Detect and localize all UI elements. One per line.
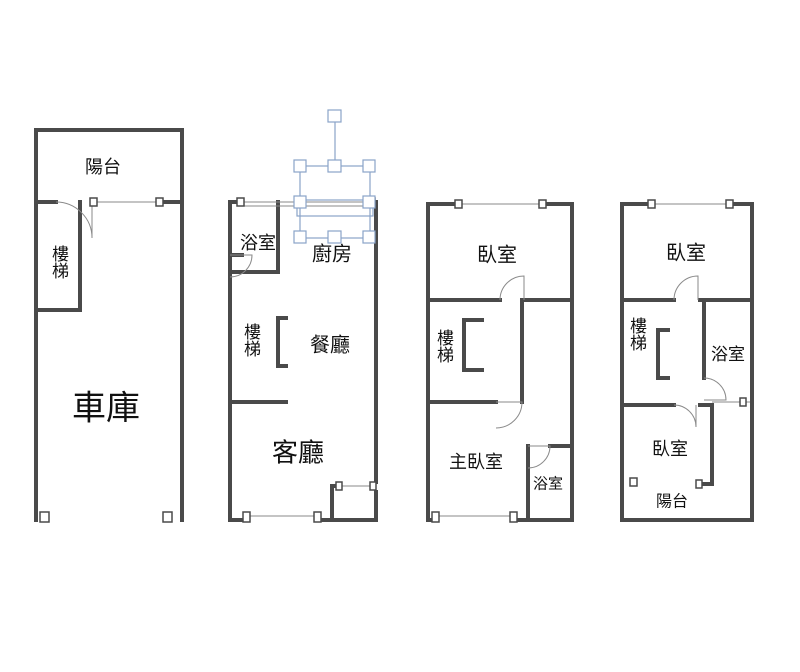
floor-3-stair-mark [462, 318, 484, 372]
floor-4-stair-mark [656, 328, 670, 380]
floor-3-pillar [454, 199, 463, 209]
floor-4-walls [620, 202, 754, 522]
floor-3-pillar [431, 511, 440, 523]
floor-2: 浴室 廚房 樓梯 餐廳 客廳 [228, 109, 378, 523]
floor-3-bath-door-swing [527, 445, 551, 469]
floor-2-kitchen-label: 廚房 [312, 242, 352, 266]
floor-2-living-label: 客廳 [272, 439, 324, 469]
floor-4-pillar [725, 199, 734, 209]
floor-3-pillar [538, 199, 547, 209]
floor-4-bedroom-bottom-label: 臥室 [652, 439, 688, 460]
floor-3-bedroom-label: 臥室 [477, 243, 517, 267]
selection-handles [293, 109, 376, 244]
floor-4-pillar [629, 477, 638, 487]
floor-3: 臥室 樓梯 主臥室 浴室 [426, 199, 574, 523]
floor-2-stair-mark [276, 316, 288, 368]
floor-3-bathroom-label: 浴室 [533, 475, 563, 493]
floor-3-master-door-swing [495, 401, 523, 429]
floor-4-pillar [739, 397, 747, 407]
floor-2-pillar [242, 511, 251, 523]
floor-1-garage-label: 車庫 [72, 389, 140, 429]
floor-4: 臥室 樓梯 浴室 臥室 陽台 [620, 199, 754, 522]
floor-4-bedroom-top-label: 臥室 [666, 241, 706, 265]
floor-1-stairs-label: 樓梯 [48, 245, 69, 279]
floor-1: 陽台 樓梯 車庫 [34, 128, 184, 523]
floor-4-balcony-label: 陽台 [656, 492, 688, 511]
floor-2-pillar [369, 481, 377, 491]
floor-2-pillar [236, 197, 245, 207]
floor-1-balcony-label: 陽台 [85, 157, 121, 178]
floor-4-bathroom-label: 浴室 [711, 345, 745, 365]
floor-2-dining-label: 餐廳 [310, 333, 350, 357]
floor-2-bathroom-label: 浴室 [240, 233, 276, 254]
floor-3-pillar [509, 511, 518, 523]
floor-3-walls [426, 202, 574, 522]
floor-3-master-bedroom-label: 主臥室 [449, 452, 503, 473]
floor-4-pillar [695, 479, 703, 489]
floor-1-walls [34, 128, 184, 522]
floor-4-lower-door-swing [673, 404, 697, 428]
floor-3-stairs-label: 樓梯 [433, 329, 454, 363]
floor-1-pillar [155, 197, 164, 207]
floor-1-pillar [89, 197, 98, 207]
floor-4-bath-door-swing [703, 377, 727, 401]
floor-1-pillar [39, 511, 50, 523]
floor-2-stairs-label: 樓梯 [240, 323, 261, 357]
floor-4-bedroom-door-swing [673, 275, 699, 301]
floor-4-pillar [647, 199, 656, 209]
floor-4-stairs-label: 樓梯 [626, 317, 647, 351]
floor-2-pillar [335, 481, 343, 491]
floor-1-door-swing [55, 201, 93, 239]
floor-1-pillar [162, 511, 173, 523]
floor-2-pillar [313, 511, 322, 523]
floor-2-bath-door-swing [229, 254, 253, 278]
floor-3-bedroom-door-swing [499, 275, 525, 301]
